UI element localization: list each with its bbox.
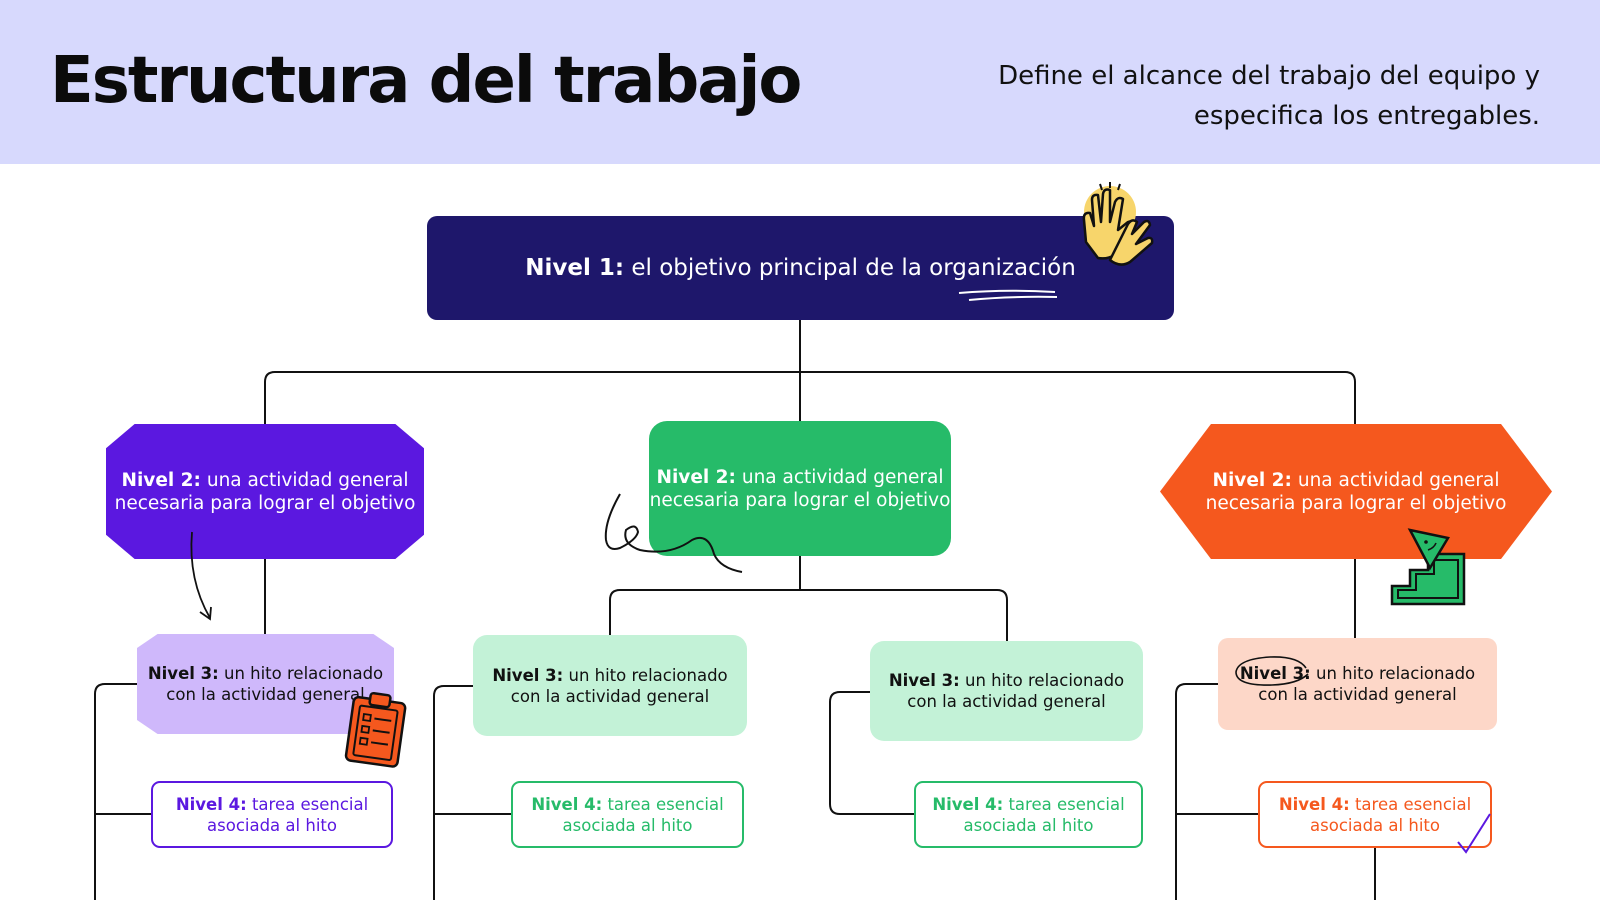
level-2-box-orange: Nivel 2: una actividad general necesaria… (1160, 424, 1552, 559)
stairs-icon (1390, 528, 1466, 606)
level-3-line-2: con la actividad general (166, 685, 365, 704)
level-3-line-2: con la actividad general (510, 686, 710, 706)
page-subtitle: Define el alcance del trabajo del equipo… (920, 56, 1540, 136)
level-2-label: Nivel 2: (121, 469, 201, 491)
clipboard-icon (344, 691, 407, 768)
level-2-box-purple: Nivel 2: una actividad general necesaria… (106, 424, 424, 559)
arrow-icon (190, 531, 212, 621)
level-1-text: Nivel 1: el objetivo principal de la org… (525, 255, 1076, 281)
level-4-label: Nivel 4: (932, 794, 1004, 814)
level-2-label: Nivel 2: (656, 466, 736, 488)
level-3-line-1: un hito relacionado (223, 664, 384, 683)
level-2-line-1: una actividad general (1297, 469, 1500, 491)
level-2-line-1: una actividad general (741, 466, 944, 488)
level-3-line-2: con la actividad general (1258, 685, 1457, 704)
level-2-label: Nivel 2: (1212, 469, 1292, 491)
level-3-box-green-1: Nivel 3: un hito relacionado con la acti… (473, 635, 747, 736)
level-1-label: Nivel 1: (525, 255, 625, 281)
level-3-box-green-2: Nivel 3: un hito relacionado con la acti… (870, 641, 1143, 741)
level-3-line-1: un hito relacionado (568, 665, 728, 685)
level-4-line-2: asociada al hito (1310, 815, 1440, 835)
level-3-label: Nivel 3: (492, 665, 564, 685)
level-3-label: Nivel 3: (888, 671, 960, 690)
level-3-label: Nivel 3: (1239, 664, 1311, 683)
level-4-line-1: tarea esencial (251, 794, 369, 814)
level-3-label: Nivel 3: (147, 664, 219, 683)
level-3-line-1: un hito relacionado (1315, 664, 1476, 683)
scribble-icon (604, 493, 743, 573)
level-4-box-green-1: Nivel 4: tarea esencial asociada al hito (511, 781, 744, 848)
level-2-line-2: necesaria para lograr el objetivo (114, 492, 416, 514)
level-4-line-1: tarea esencial (607, 794, 724, 814)
level-4-box-orange: Nivel 4: tarea esencial asociada al hito (1258, 781, 1492, 848)
level-1-box: Nivel 1: el objetivo principal de la org… (427, 216, 1174, 320)
level-4-label: Nivel 4: (1278, 794, 1350, 814)
level-3-line-1: un hito relacionado (964, 671, 1125, 690)
level-1-description: el objetivo principal de la organización (631, 255, 1076, 281)
header-band: Estructura del trabajo Define el alcance… (0, 0, 1600, 164)
level-4-line-2: asociada al hito (963, 815, 1094, 835)
level-2-line-1: una actividad general (206, 469, 409, 491)
level-3-box-orange: Nivel 3: un hito relacionado con la acti… (1218, 638, 1497, 730)
checkmark-icon (1457, 813, 1491, 854)
level-4-line-2: asociada al hito (562, 815, 693, 835)
high-five-icon (1082, 182, 1154, 266)
level-4-box-purple: Nivel 4: tarea esencial asociada al hito (151, 781, 393, 848)
level-4-line-2: asociada al hito (207, 815, 337, 835)
level-3-line-2: con la actividad general (907, 692, 1106, 711)
level-4-label: Nivel 4: (531, 794, 603, 814)
level-4-box-green-2: Nivel 4: tarea esencial asociada al hito (914, 781, 1143, 848)
circle-scribble-icon (1235, 656, 1309, 686)
level-4-label: Nivel 4: (175, 794, 247, 814)
underline-scribble-icon (958, 289, 1058, 301)
page-title: Estructura del trabajo (50, 44, 802, 118)
level-4-line-1: tarea esencial (1354, 794, 1472, 814)
subtitle-line-2: especifica los entregables. (1193, 101, 1540, 131)
level-2-line-2: necesaria para lograr el objetivo (1205, 492, 1507, 514)
level-2-line-2: necesaria para lograr el objetivo (649, 489, 951, 511)
level-2-box-green: Nivel 2: una actividad general necesaria… (649, 421, 951, 556)
level-4-line-1: tarea esencial (1008, 794, 1125, 814)
subtitle-line-1: Define el alcance del trabajo del equipo… (998, 61, 1540, 91)
